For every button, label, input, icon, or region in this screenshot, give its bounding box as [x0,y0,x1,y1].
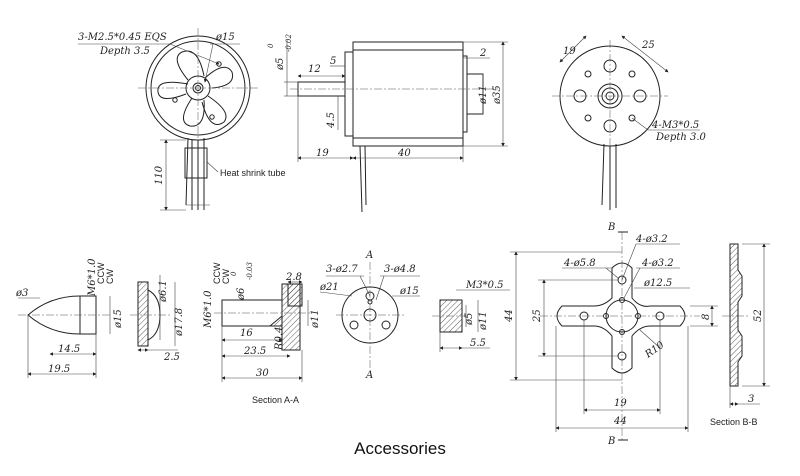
x-section-body [729,243,743,387]
x-dim-8: 8 [701,314,712,320]
prop-adapter-section: M6*1.0 CCW CW ø6 0 -0.03 2.8 ø11 16 R0.4… [203,262,321,405]
x-holes-1: 4-ø3.2 [635,234,668,245]
svg-text:CCW: CCW [96,262,106,284]
x-dim-44-h: 44 [613,416,627,427]
cut-a-top: A [365,250,373,261]
spinner-thread: M6*1.0 [87,258,98,297]
front-mount-depth: Depth 3.5 [99,46,150,57]
adapter-dim-21: ø21 [319,282,339,293]
rear-dim-25: 25 [641,40,655,51]
cut-b-bottom: B [607,436,615,447]
adapter-dim-15: ø15 [399,286,419,297]
nut-view: M3*0.5 ø5 ø11 5.5 [432,280,510,352]
cable-length-label: 110 [154,165,165,185]
x-holes-2: 4-ø5.8 [563,258,596,269]
section-a-label: Section A-A [252,395,299,405]
side-dim-11: ø11 [478,85,489,105]
nut-thread: M3*0.5 [465,280,504,291]
cut-b-top: B [607,222,615,233]
adapter-dim-16: 16 [240,328,253,339]
side-shaft-dia: ø5 [275,58,286,71]
x-section-view: 52 3 Section B-B [710,243,770,427]
rear-mount-note: 4-M3*0.5 [651,120,699,131]
adapter-dim-30: 30 [256,368,269,379]
svg-text:-0.03: -0.03 [246,262,254,280]
washer-dim-17-8: ø17.8 [174,308,185,337]
nut-dim-5: ø5 [464,313,475,326]
adapter-holes-2: 3-ø4.8 [384,264,416,275]
adapter-thread: M6*1.0 [203,290,214,329]
svg-text:0: 0 [230,271,238,276]
x-dim-25: 25 [532,309,543,323]
x-section-dim-3: 3 [748,394,754,405]
page-title: Accessories [354,439,446,458]
svg-text:CCW: CCW [212,262,222,284]
x-r10: R10 [643,339,667,361]
motor-side-view: 12 5 2 ø5 0 -0.02 ø11 ø35 4.5 19 40 [267,34,508,213]
nut-dim-11: ø11 [478,311,489,331]
side-dim-40: 40 [397,148,411,159]
motor-front-view: 3-M2.5*0.45 EQS Depth 3.5 ø15 Heat shrin… [78,28,286,211]
side-dim-35: ø35 [492,85,503,105]
x-mount-view: B B 4-ø3.2 4-ø5.8 4-ø3.2 ø12.5 44 25 8 R… [504,222,718,447]
side-dim-5: 5 [330,56,336,67]
x-dim-19: 19 [614,398,627,409]
adapter-dim-2-8: 2.8 [285,272,302,283]
adapter-r0-4: R0.4 [274,327,285,351]
cut-a-bottom: A [365,370,373,381]
side-dim-12: 12 [308,64,321,75]
spinner-dim-15: ø15 [113,309,124,329]
washer-dim-2-5: 2.5 [163,352,180,363]
x-section-dim-52: 52 [753,309,764,322]
spinner-dim-3: ø3 [15,288,28,299]
side-dim-19: 19 [316,148,329,159]
rear-dim-19: 19 [563,46,576,57]
motor-side-body [352,41,464,147]
washer-dim-6-1: ø6.1 [158,280,169,303]
heat-shrink-label: Heat shrink tube [220,168,286,178]
spinner-dim-14-5: 14.5 [58,344,80,355]
x-mount-outline [556,262,686,374]
spinner-dim-19-5: 19.5 [48,364,70,375]
svg-text:-0.02: -0.02 [285,34,293,52]
motor-rear-view: 19 25 4-M3*0.5 Depth 3.0 [552,35,707,210]
adapter-dim-11: ø11 [310,309,321,329]
rear-mount-depth: Depth 3.0 [655,132,707,143]
side-dim-4-5: 4.5 [326,112,337,129]
svg-text:CW: CW [105,269,115,284]
x-holes-3: 4-ø3.2 [641,258,674,269]
side-dim-2: 2 [479,48,486,59]
nut-dim-5-5: 5.5 [470,338,486,349]
front-dia-label: ø15 [215,32,235,43]
adapter-dim-23-5: 23.5 [243,346,266,357]
svg-text:CW: CW [221,269,231,284]
adapter-face-view: A A 3-ø2.7 3-ø4.8 ø21 ø15 [319,250,420,381]
adapter-bore: ø6 [236,287,247,301]
front-mount-note: 3-M2.5*0.45 EQS [78,32,167,43]
x-dim-44-v: 44 [504,309,515,323]
adapter-holes-1: 3-ø2.7 [326,264,358,275]
washer-body [137,281,149,347]
spinner-view: ø3 M6*1.0 CCW CW ø15 14.5 19.5 [15,258,124,378]
section-b-label: Section B-B [710,417,758,427]
svg-text:0: 0 [267,43,275,48]
washer-view: ø6.1 ø17.8 2.5 [130,275,185,363]
x-dim-12-5: ø12.5 [643,278,672,289]
